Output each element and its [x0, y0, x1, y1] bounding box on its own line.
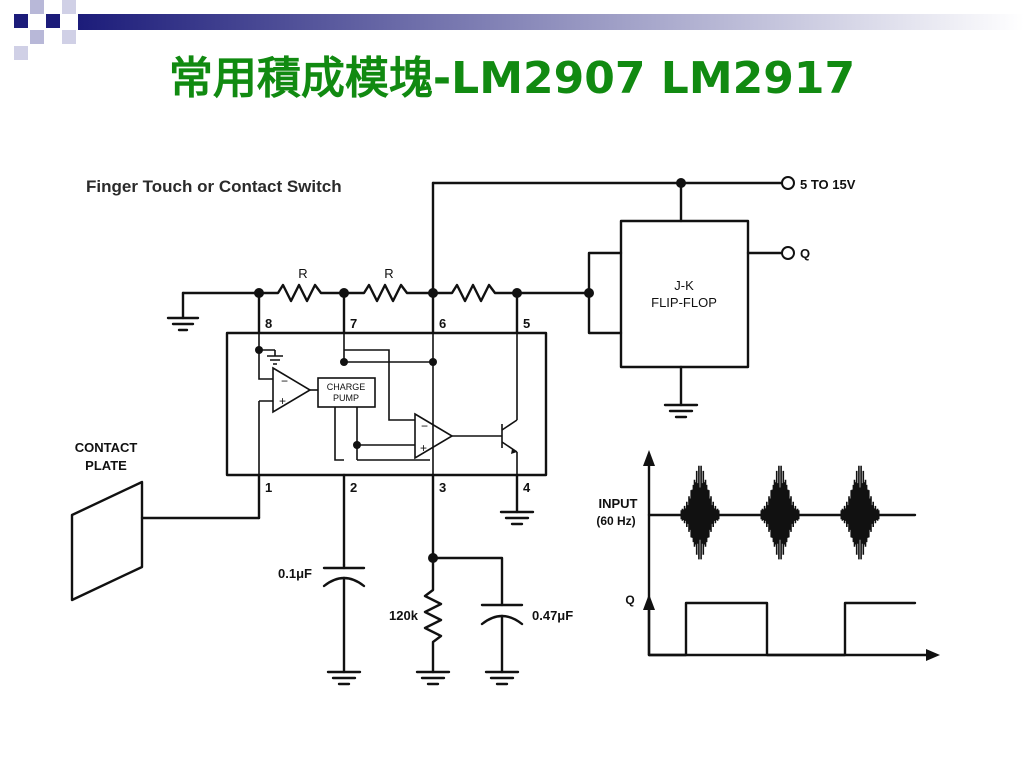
contact-label-2: PLATE: [85, 458, 127, 473]
resistor-r2-label: R: [384, 266, 393, 281]
input-comparator: [272, 366, 312, 414]
ground-symbol: [166, 316, 200, 332]
charge-pump-label-1: CHARGE: [327, 382, 366, 392]
q-square-wave: [647, 601, 917, 657]
contact-label-1: CONTACT: [75, 440, 138, 455]
charge-pump-label-2: PUMP: [333, 393, 359, 403]
jk-flip-flop: J-K FLIP-FLOP Q: [587, 219, 810, 419]
deco-square: [62, 30, 76, 44]
cap2-label: 0.47μF: [532, 608, 573, 623]
deco-square: [46, 14, 60, 28]
slide-title: 常用積成模塊-LM2907 LM2917: [168, 53, 856, 104]
header-gradient-bar: [78, 14, 1024, 30]
ground-symbol: [499, 510, 535, 526]
pin-6: 6: [439, 316, 446, 331]
input-burst: [680, 465, 720, 560]
resistor-network: R R: [166, 266, 594, 332]
pin-5: 5: [523, 316, 530, 331]
pin-1: 1: [265, 480, 272, 495]
res-120k-label: 120k: [389, 608, 419, 623]
flipflop-label-2: FLIP-FLOP: [651, 295, 717, 310]
cap1-label: 0.1μF: [278, 566, 312, 581]
ground-symbol: [663, 403, 699, 419]
wave-input-label-2: (60 Hz): [596, 514, 635, 528]
deco-square: [30, 0, 44, 14]
comparator1-plus: +: [279, 394, 286, 408]
capacitor-0-1uf: 0.1μF: [278, 563, 366, 686]
deco-square: [30, 30, 44, 44]
ic-lm2907: 8 7 6 5 1 2 3 4 − + CHARGE PUMP: [225, 291, 548, 567]
waveform-plot: INPUT (60 Hz) Q: [596, 450, 940, 661]
input-burst: [760, 465, 800, 560]
comparator2-plus: +: [420, 441, 427, 455]
contact-plate: CONTACT PLATE: [70, 440, 261, 602]
wave-q-label: Q: [625, 593, 634, 607]
pin-7: 7: [350, 316, 357, 331]
pin-8: 8: [265, 316, 272, 331]
charge-pump: [317, 377, 376, 408]
ground-symbol: [326, 670, 362, 686]
output-transistor: [501, 333, 518, 475]
pin-3: 3: [439, 480, 446, 495]
resistor-r1-label: R: [298, 266, 307, 281]
pin-2: 2: [350, 480, 357, 495]
deco-square: [14, 46, 28, 60]
corner-decoration: [14, 0, 1024, 60]
wave-input-label-1: INPUT: [599, 496, 638, 511]
ground-symbol: [484, 670, 520, 686]
supply-label: 5 TO 15V: [800, 177, 856, 192]
input-burst: [840, 465, 880, 560]
pin-4: 4: [523, 480, 531, 495]
comparator2-minus: −: [421, 419, 428, 433]
output-comparator: [414, 412, 454, 460]
supply-rail: 5 TO 15V: [431, 176, 856, 295]
rc-network-pin3: 120k 0.47μF: [389, 553, 573, 686]
ground-symbol: [415, 670, 451, 686]
deco-square: [62, 0, 76, 14]
deco-square: [14, 14, 28, 28]
comparator1-minus: −: [281, 374, 288, 388]
output-q-label: Q: [800, 246, 810, 261]
diagram-caption: Finger Touch or Contact Switch: [86, 177, 342, 196]
flipflop-label-1: J-K: [674, 278, 694, 293]
